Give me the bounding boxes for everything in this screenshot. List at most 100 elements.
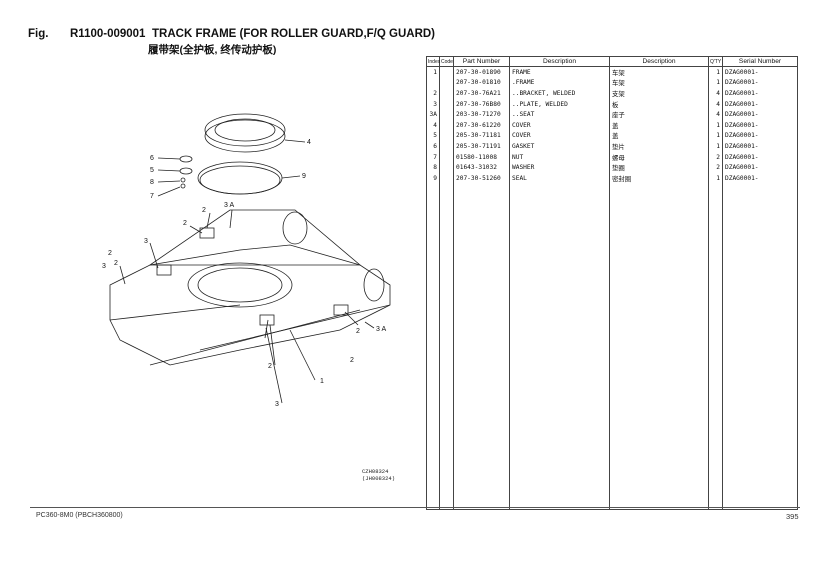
cell-index: 1 [426, 66, 440, 78]
cell-description-zh: 垫圈 [609, 162, 709, 173]
cell-description-en: COVER [509, 119, 610, 131]
cell-serial: DZAG0001- [722, 151, 798, 163]
cell-code [439, 109, 454, 120]
cell-index: 4 [426, 119, 440, 131]
cell-description-en: FRAME [509, 66, 610, 78]
cell-part-number: 01580-11008 [453, 151, 510, 163]
drawing-reference-code: CZH08324 (JH008324) [362, 468, 395, 482]
cell-qty: 4 [708, 98, 723, 110]
cell-qty: 1 [708, 130, 723, 142]
cell-code [439, 77, 454, 89]
page-subtitle: 履带架(全护板, 终传动护板) [148, 44, 277, 56]
callout-8: 8 [150, 179, 154, 186]
col-header-code: Code [439, 56, 454, 67]
cell-description-zh: 盖 [609, 119, 709, 131]
cell-qty: 1 [708, 77, 723, 89]
cell-description-en: ..SEAT [509, 109, 610, 120]
cell-qty: 1 [708, 66, 723, 78]
cell-description-zh: 车架 [609, 77, 709, 89]
cell-index: 8 [426, 162, 440, 173]
cell-qty: 1 [708, 141, 723, 152]
cell-description-en: ..BRACKET, WELDED [509, 88, 610, 99]
cell-index: 6 [426, 141, 440, 152]
callout-3-c: 3 [102, 263, 106, 270]
table-header-row: Index Code Part Number Description Descr… [426, 56, 798, 67]
callout-2-d: 2 [356, 328, 360, 335]
cell-part-number: 205-30-71181 [453, 130, 510, 142]
cell-description-en: ..PLATE, WELDED [509, 98, 610, 110]
callout-6: 6 [150, 155, 154, 162]
cell-serial: DZAG0001- [722, 66, 798, 78]
footer-rule [30, 507, 800, 508]
drawing-code-secondary: (JH008324) [362, 475, 396, 482]
cell-index: 5 [426, 130, 440, 142]
callout-4: 4 [307, 139, 311, 146]
cell-part-number: 01643-31032 [453, 162, 510, 173]
cell-serial: DZAG0001- [722, 141, 798, 152]
cell-code [439, 66, 454, 78]
cell-index [426, 77, 440, 89]
cell-description-en: SEAL [509, 172, 610, 184]
cell-index: 3A [426, 109, 440, 120]
cell-description-zh: 板 [609, 98, 709, 110]
cell-part-number: 205-30-71191 [453, 141, 510, 152]
cell-part-number: 203-30-71270 [453, 109, 510, 120]
cell-description-zh: 螺母 [609, 151, 709, 163]
cell-index: 7 [426, 151, 440, 163]
cell-code [439, 162, 454, 173]
cell-code [439, 141, 454, 152]
callout-2-c: 2 [114, 260, 118, 267]
cell-description-zh: 密封圈 [609, 172, 709, 184]
cell-serial: DZAG0001- [722, 119, 798, 131]
cell-serial: DZAG0001- [722, 109, 798, 120]
callout-3a-upper: 3 A [224, 202, 234, 209]
cell-index: 9 [426, 172, 440, 184]
callout-5: 5 [150, 167, 154, 174]
cell-part-number: 207-30-51260 [453, 172, 510, 184]
cell-code [439, 130, 454, 142]
cell-qty: 4 [708, 109, 723, 120]
callout-2-b: 2 [183, 220, 187, 227]
col-header-qty: Q'TY [708, 56, 723, 67]
callout-9: 9 [302, 173, 306, 180]
col-header-index: Index [426, 56, 441, 67]
cell-serial: DZAG0001- [722, 130, 798, 142]
cell-code [439, 88, 454, 99]
cell-description-en: COVER [509, 130, 610, 142]
cell-description-zh: 支架 [609, 88, 709, 99]
cell-description-zh: 盖 [609, 130, 709, 142]
cell-serial: DZAG0001- [722, 88, 798, 99]
cell-index: 2 [426, 88, 440, 99]
cell-code [439, 151, 454, 163]
cell-qty: 1 [708, 119, 723, 131]
callout-2-a: 2 [202, 207, 206, 214]
cell-qty: 2 [708, 151, 723, 163]
cell-serial: DZAG0001- [722, 77, 798, 89]
cell-code [439, 98, 454, 110]
footer-model: PC360-8M0 (PBCH360800) [36, 512, 123, 519]
col-header-part-number: Part Number [453, 56, 510, 67]
cell-index: 3 [426, 98, 440, 110]
callout-2-f: 2 [268, 363, 272, 370]
callout-1: 1 [320, 378, 324, 385]
cell-description-en: GASKET [509, 141, 610, 152]
cell-description-en: .FRAME [509, 77, 610, 89]
cell-qty: 4 [708, 88, 723, 99]
callout-2-g: 2 [108, 250, 112, 257]
callout-2-e: 2 [350, 357, 354, 364]
page-title: TRACK FRAME (FOR ROLLER GUARD,F/Q GUARD) [152, 28, 436, 40]
cell-part-number: 207-30-76A21 [453, 88, 510, 99]
cell-description-zh: 车架 [609, 66, 709, 78]
callout-3-b: 3 [275, 401, 279, 408]
